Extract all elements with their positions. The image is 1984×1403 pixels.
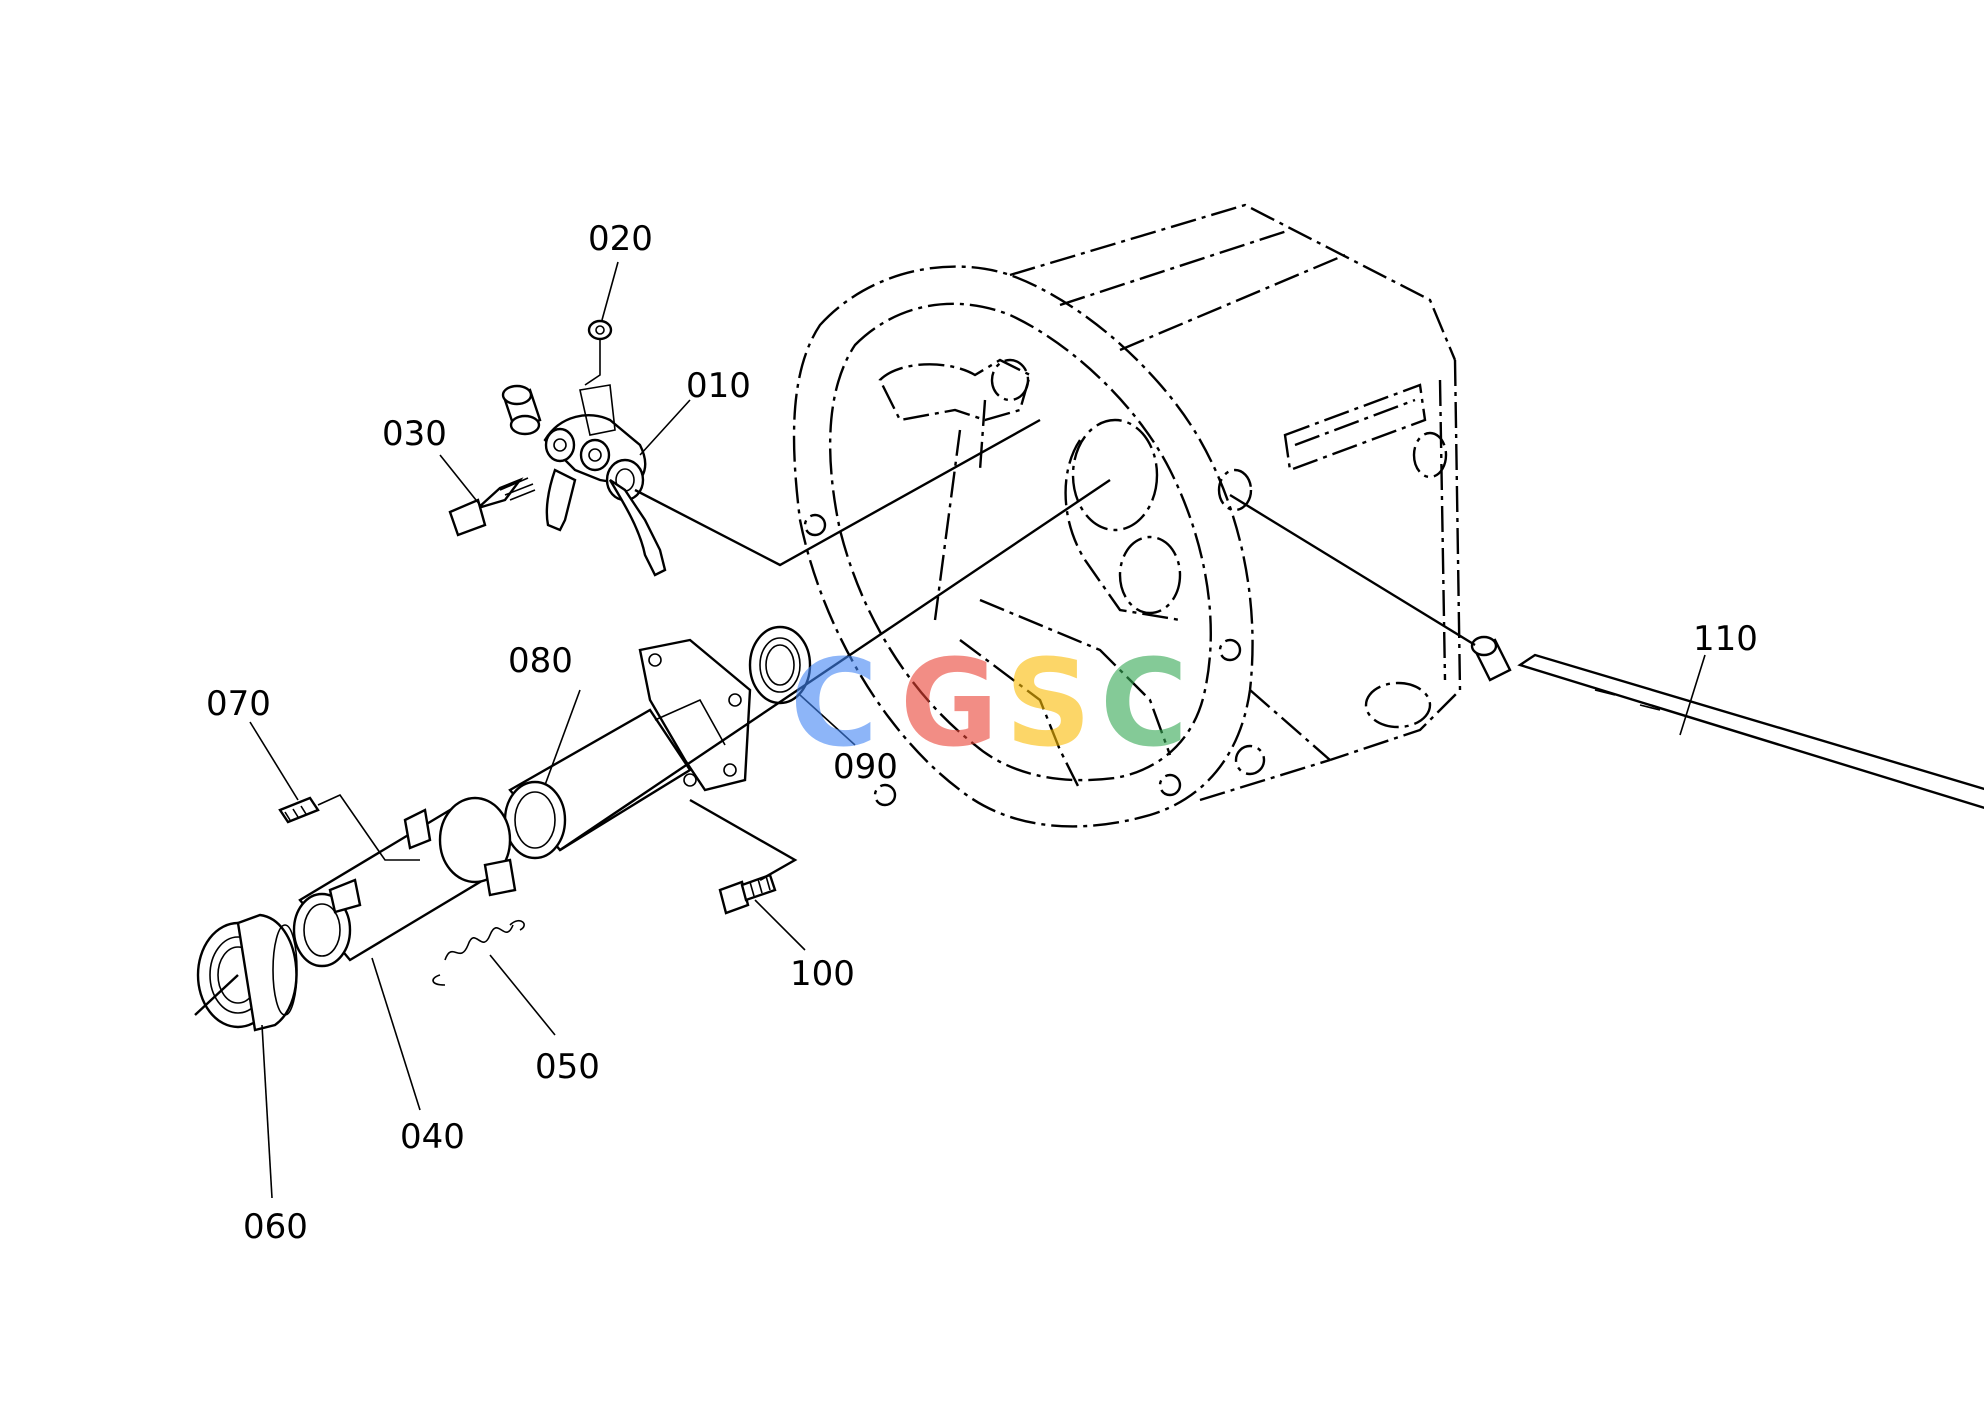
release-bearing-060: [196, 913, 298, 1032]
callout-010: 010: [686, 366, 751, 406]
nut-020: [587, 319, 613, 341]
callout-040: 040: [400, 1117, 465, 1157]
callout-050: 050: [535, 1047, 600, 1087]
guide-080: [503, 638, 752, 860]
callout-030: 030: [382, 414, 447, 454]
watermark-letter-c1: C: [790, 635, 878, 774]
callout-110: 110: [1693, 619, 1758, 659]
callout-080: 080: [508, 641, 573, 681]
fork-bushing: [501, 384, 542, 436]
callout-020: 020: [588, 219, 653, 259]
callout-090: 090: [833, 747, 898, 787]
oil-seal-090: [748, 625, 812, 705]
grease-nipple-070: [278, 796, 320, 824]
watermark-letter-g: G: [900, 635, 999, 774]
bolt-100: [718, 873, 777, 915]
callout-100: 100: [790, 954, 855, 994]
callout-pointers: [249, 261, 1706, 1199]
watermark-letter-c2: C: [1100, 635, 1188, 774]
callout-060: 060: [243, 1207, 308, 1247]
release-hub-040: [292, 796, 517, 968]
cgsc-watermark: C G S C: [790, 635, 1188, 774]
bolt-030: [448, 477, 536, 537]
clutch-housing: [792, 203, 1462, 828]
spring-050: [432, 920, 525, 986]
shift-fork-010: [543, 384, 667, 577]
leader-lines: [194, 340, 1476, 1016]
callout-labels: 020 010 030 080 070 090 100 050 040 060 …: [206, 219, 1758, 1247]
release-shaft-110: [1470, 635, 1984, 810]
callout-070: 070: [206, 684, 271, 724]
watermark-letter-s: S: [1005, 635, 1091, 774]
